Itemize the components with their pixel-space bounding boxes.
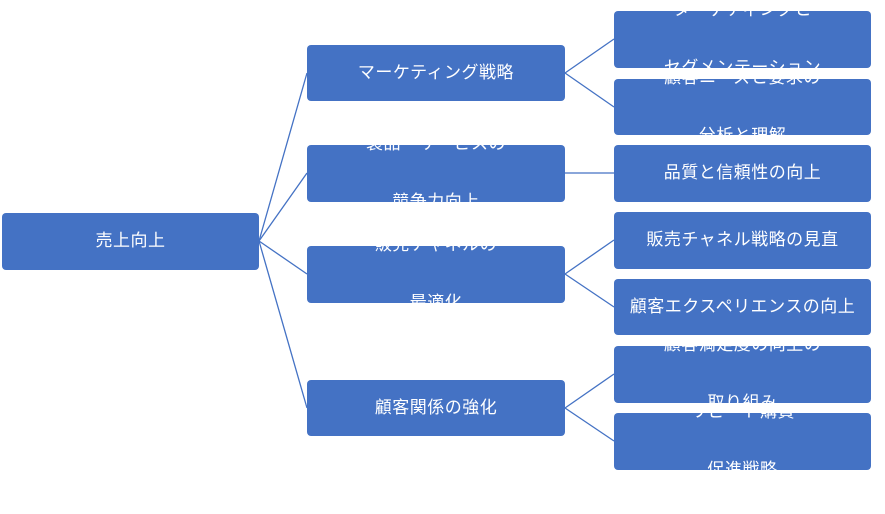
leaf-node-4-2-line-2: 促進戦略 [707, 460, 778, 480]
leaf-node-1-1: ターゲティングと セグメンテーション [614, 0, 871, 78]
connector-b3-c2 [564, 273, 615, 308]
branch-node-2-line-2: 競争力向上 [392, 192, 480, 212]
leaf-node-2-1-line-1: 品質と信頼性の向上 [663, 163, 822, 183]
leaf-node-1-1-line-2: セグメンテーション [663, 58, 822, 78]
branch-node-3-line-2: 最適化 [409, 293, 463, 313]
leaf-node-3-1-line-1: 販売チャネル戦略の見直 [646, 230, 839, 250]
root-node-label: 売上向上 [95, 231, 166, 251]
branch-node-1: マーケティング戦略 [307, 45, 565, 101]
branch-node-3: 販売チャネルの 最適化 [307, 235, 565, 313]
leaf-node-4-1-line-2: 取り組み [707, 393, 778, 413]
connector-root-branch-4 [258, 240, 308, 409]
leaf-node-2-1: 品質と信頼性の向上 [614, 145, 871, 202]
leaf-node-4-1-line-1: 顧客満足度の向上の [663, 335, 822, 355]
leaf-node-1-2-line-2: 分析と理解 [698, 125, 787, 146]
connector-root-branch-2 [258, 172, 308, 242]
leaf-node-1-1-line-1: ターゲティングと [673, 0, 812, 20]
branch-node-4: 顧客関係の強化 [307, 380, 565, 436]
connector-root-branch-3 [258, 240, 308, 275]
connector-root-branch-1 [258, 72, 308, 242]
leaf-node-4-2-line-1: リピート購買 [690, 402, 795, 422]
leaf-node-3-2: 顧客エクスペリエンスの向上 [614, 279, 871, 335]
branch-node-4-label: 顧客関係の強化 [374, 397, 498, 418]
leaf-node-4-2: リピート購買 促進戦略 [614, 402, 871, 480]
branch-node-1-label: マーケティング戦略 [357, 62, 515, 83]
leaf-node-3-1: 販売チャネル戦略の見直 [614, 212, 871, 269]
leaf-node-3-2-line-1: 顧客エクスペリエンスの向上 [629, 296, 856, 317]
connector-b4-c2 [564, 407, 615, 442]
connector-b1-c2 [564, 72, 615, 108]
leaf-node-1-2-line-1: 顧客ニーズと要求の [664, 67, 821, 88]
branch-node-2: 製品・サービスの 競争力向上 [307, 134, 565, 212]
connector-b4-c1 [564, 373, 615, 409]
root-node: 売上向上 [2, 213, 259, 270]
connector-b3-c1 [564, 239, 615, 275]
branch-node-2-line-1: 製品・サービスの [366, 134, 506, 154]
tree-connectors [258, 38, 615, 442]
connector-b1-c1 [564, 38, 615, 74]
leaf-node-4-1: 顧客満足度の向上の 取り組み [614, 335, 871, 413]
branch-node-3-line-1: 販売チャネルの [374, 235, 498, 255]
leaf-node-1-2: 顧客ニーズと要求の 分析と理解 [614, 68, 871, 146]
